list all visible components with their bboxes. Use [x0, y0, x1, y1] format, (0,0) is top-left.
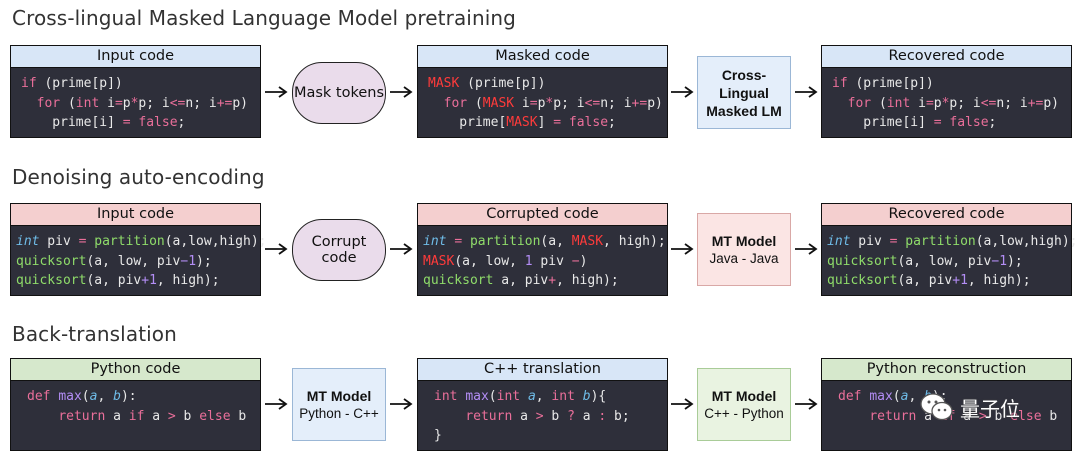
code-snippet: int piv = partition(a,low,high); quickso… [16, 234, 267, 288]
corrupted-code-box: Corrupted code int = partition(a, MASK, … [417, 203, 668, 296]
mask-tokens-step: Mask tokens [292, 62, 386, 124]
recovered-code-box-mlm: Recovered code if (prime[p]) for (int i=… [821, 45, 1072, 138]
arrow-icon [795, 86, 818, 98]
model-title: Cross-Lingual [719, 66, 769, 101]
arrow-icon [390, 86, 413, 98]
arrow-icon [265, 86, 288, 98]
cpp-translation-header: C++ translation [418, 359, 667, 381]
section-title-dae: Denoising auto-encoding [12, 165, 265, 189]
recovered-code-header: Recovered code [822, 204, 1071, 226]
mt-model-py-cpp-box: MT Model Python - C++ [292, 368, 386, 441]
model-subtitle: Java - Java [709, 250, 779, 266]
watermark: 量子位 [920, 392, 1020, 422]
recovered-code-box-dae: Recovered code int piv = partition(a,low… [821, 203, 1078, 296]
recovered-code-header: Recovered code [822, 46, 1071, 68]
arrow-icon [390, 398, 413, 410]
section-title-bt: Back-translation [12, 322, 177, 346]
code-snippet: MASK (prime[p]) for (MASK i=p*p; i<=n; i… [428, 76, 663, 130]
python-reconstruction-header: Python reconstruction [822, 359, 1071, 381]
code-snippet: if (prime[p]) for (int i=p*p; i<=n; i+=p… [21, 76, 249, 130]
wechat-icon [920, 393, 953, 421]
model-subtitle: C++ - Python [704, 405, 784, 421]
code-snippet: if (prime[p]) for (int i=p*p; i<=n; i+=p… [832, 76, 1060, 130]
code-snippet: int = partition(a, MASK, high); MASK(a, … [423, 234, 666, 288]
mt-model-cpp-py-box: MT Model C++ - Python [697, 368, 791, 441]
model-title-line2: Masked LM [706, 102, 782, 119]
input-code-header: Input code [11, 204, 260, 226]
input-code-box-dae: Input code int piv = partition(a,low,hig… [10, 203, 267, 296]
mt-model-java-box: MT Model Java - Java [697, 213, 791, 286]
arrow-icon [671, 86, 694, 98]
model-title: MT Model [711, 387, 777, 404]
code-snippet: int piv = partition(a,low,high); quickso… [827, 234, 1078, 288]
code-snippet: int max(int a, int b){ return a > b ? a … [434, 389, 630, 443]
cpp-translation-box: C++ translation int max(int a, int b){ r… [417, 358, 668, 451]
masked-code-header: Masked code [418, 46, 667, 68]
model-title: MT Model [711, 232, 777, 249]
arrow-icon [671, 398, 694, 410]
corrupted-code-header: Corrupted code [418, 204, 667, 226]
input-code-box-mlm: Input code if (prime[p]) for (int i=p*p;… [10, 45, 261, 138]
arrow-icon [265, 243, 288, 255]
arrow-icon [671, 243, 694, 255]
python-code-header: Python code [11, 359, 260, 381]
input-code-header: Input code [11, 46, 260, 68]
corrupt-code-step: Corrupt code [292, 219, 386, 281]
section-title-mlm: Cross-lingual Masked Language Model pret… [12, 6, 516, 30]
watermark-text: 量子位 [960, 396, 1020, 421]
python-code-box: Python code def max(a, b): return a if a… [10, 358, 261, 451]
arrow-icon [795, 398, 818, 410]
model-title: MT Model [306, 387, 372, 404]
code-snippet: def max(a, b): return a if a > b else b [27, 389, 247, 424]
model-subtitle: Python - C++ [299, 405, 379, 421]
masked-code-box: Masked code MASK (prime[p]) for (MASK i=… [417, 45, 668, 138]
arrow-icon [265, 398, 288, 410]
arrow-icon [795, 243, 818, 255]
cross-lingual-model-box: Cross-Lingual Masked LM [697, 56, 791, 129]
arrow-icon [390, 243, 413, 255]
